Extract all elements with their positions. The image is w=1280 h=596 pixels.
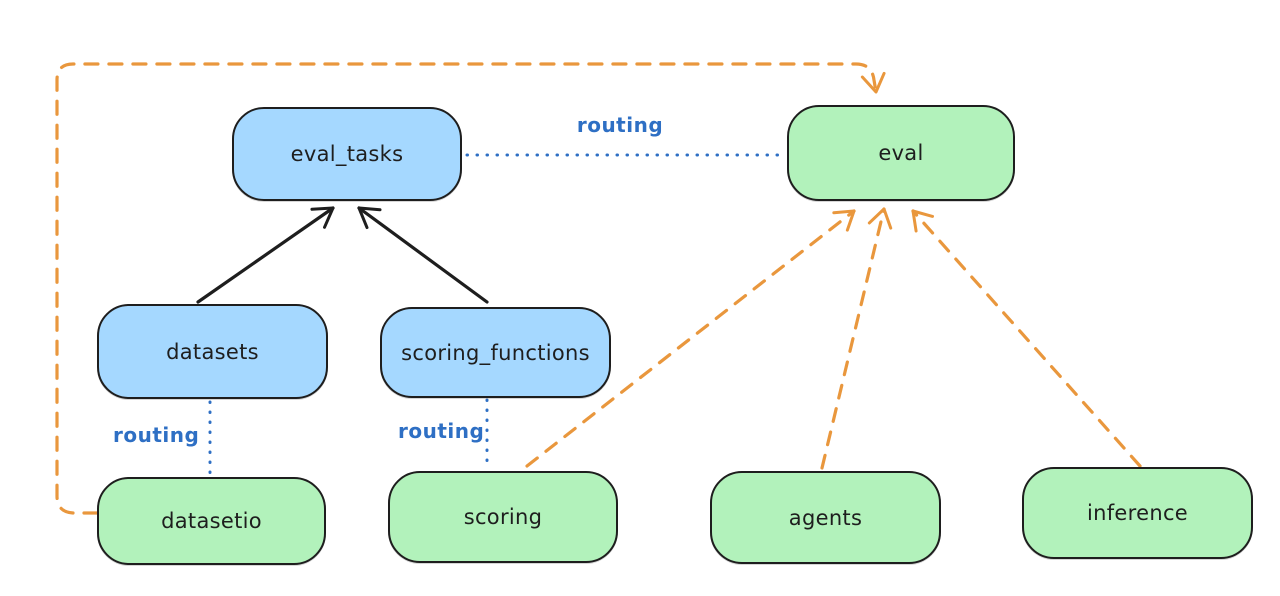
node-datasetio[interactable]: datasetio (97, 477, 326, 565)
edge-scoring_functions-eval_tasks[interactable] (357, 206, 489, 304)
node-label: scoring (463, 505, 543, 529)
node-scoring-functions[interactable]: scoring_functions (380, 307, 611, 398)
node-label: scoring_functions (401, 340, 590, 365)
edge-agents-eval[interactable] (820, 207, 893, 470)
edge-scoring-eval[interactable] (525, 209, 856, 468)
node-agents[interactable]: agents (710, 471, 941, 564)
edge-label-routing-datasetio: routing (113, 423, 200, 447)
node-label: inference (1086, 501, 1189, 525)
node-eval[interactable]: eval (787, 105, 1015, 201)
node-label: agents (788, 505, 863, 530)
edge-label-routing-eval: routing (576, 113, 664, 137)
edge-inference-eval[interactable] (911, 209, 1142, 468)
node-datasets[interactable]: datasets (97, 304, 328, 399)
edge-datasets-eval_tasks[interactable] (196, 206, 335, 304)
node-eval-tasks[interactable]: eval_tasks (232, 107, 462, 201)
edge-label-routing-scoring: routing (398, 419, 485, 443)
node-label: datasetio (161, 509, 262, 533)
node-inference[interactable]: inference (1022, 467, 1253, 559)
edge-datasetio-eval[interactable] (55, 62, 886, 515)
node-label: datasets (166, 339, 259, 364)
node-scoring[interactable]: scoring (388, 471, 618, 563)
node-label: eval (878, 141, 924, 165)
node-label: eval_tasks (290, 142, 404, 166)
